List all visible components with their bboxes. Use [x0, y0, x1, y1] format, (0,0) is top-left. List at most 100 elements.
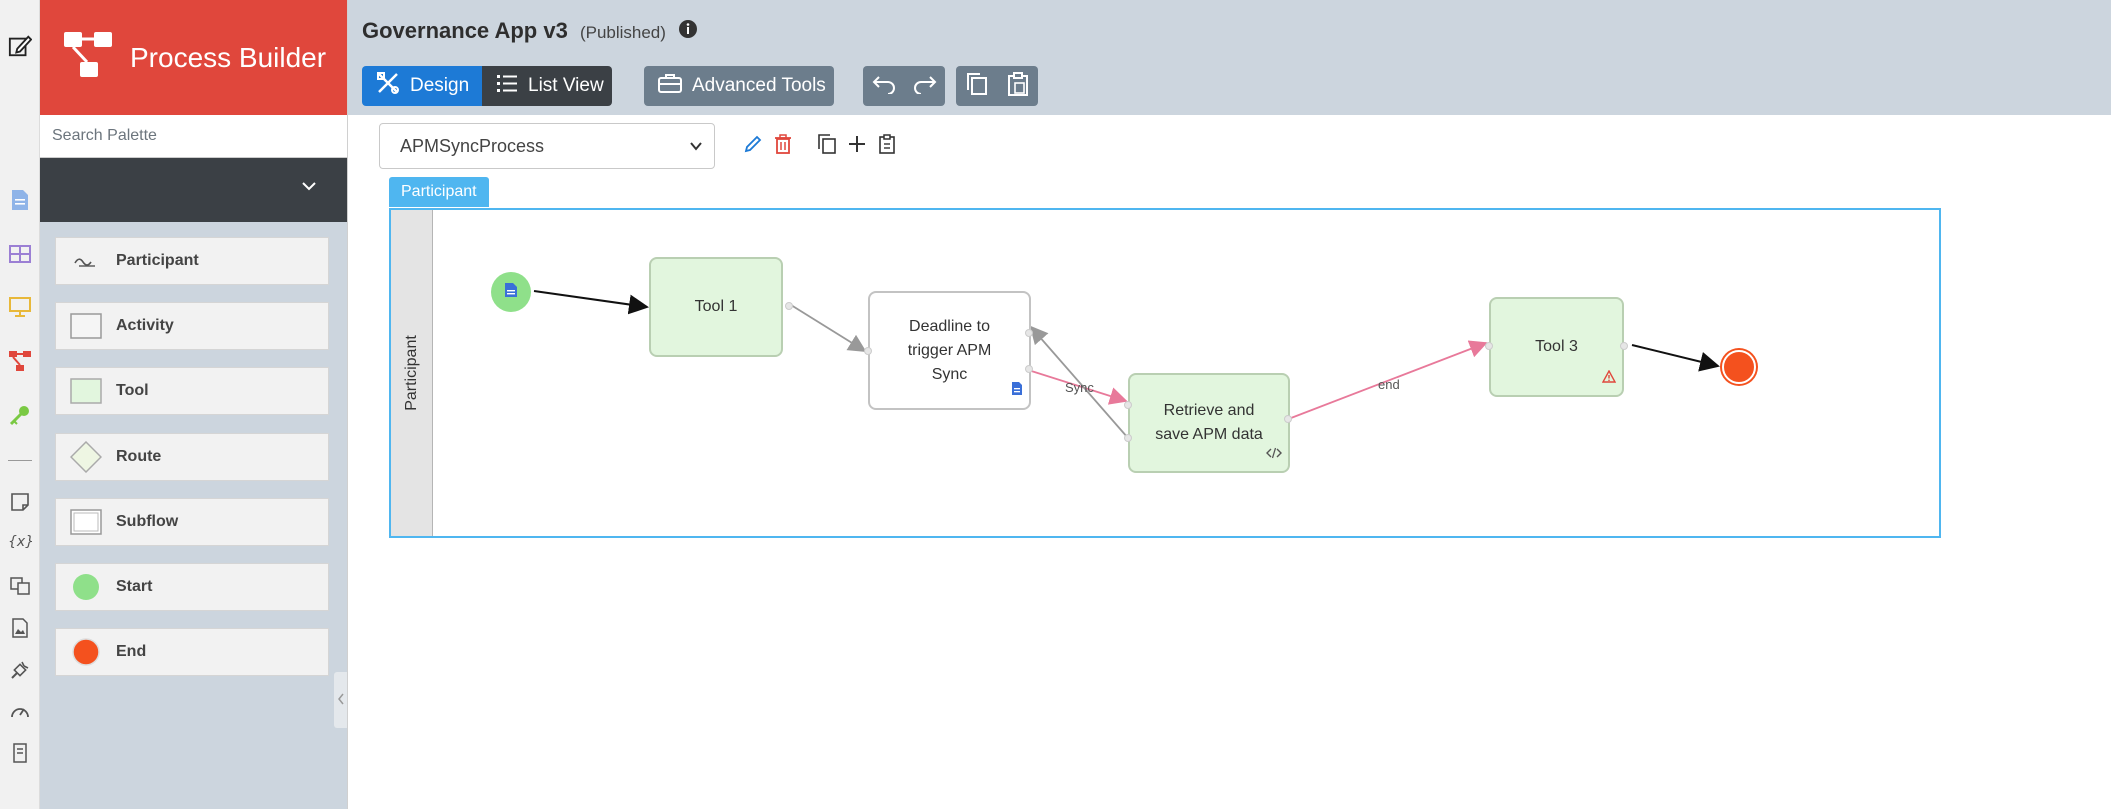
palette-item-end[interactable]: End [55, 628, 329, 676]
image-file-icon[interactable] [8, 616, 32, 640]
plug-icon[interactable] [8, 658, 32, 682]
document-icon[interactable] [8, 188, 32, 212]
edge-tool1-to-deadline[interactable] [790, 304, 867, 352]
code-icon [1266, 443, 1282, 467]
diagram-canvas[interactable]: Participant Participant Tool [348, 175, 2111, 809]
chevron-left-icon [337, 693, 345, 708]
node-tool-3[interactable]: Tool 3 [1489, 297, 1624, 397]
node-label: Deadline to trigger APM Sync [907, 317, 992, 383]
edit-process-icon[interactable] [742, 133, 764, 155]
connector-handle[interactable] [1124, 401, 1132, 409]
start-event[interactable] [491, 272, 531, 312]
lane-header[interactable]: Participant [391, 210, 433, 536]
table-icon[interactable] [8, 242, 32, 266]
connector-handle[interactable] [1620, 342, 1628, 350]
rail-divider [8, 460, 32, 461]
end-event[interactable] [1722, 350, 1756, 384]
node-label: Retrieve and save APM data [1155, 402, 1263, 443]
node-retrieve-apm[interactable]: Retrieve and save APM data [1128, 373, 1290, 473]
connector-handle[interactable] [1025, 365, 1033, 373]
translate-icon[interactable] [8, 574, 32, 598]
clipboard-icon[interactable] [876, 133, 898, 155]
key-icon[interactable] [8, 403, 32, 427]
connector-handle[interactable] [1025, 329, 1033, 337]
design-label: Design [410, 75, 470, 96]
copy-icon[interactable] [966, 72, 988, 101]
form-document-icon [504, 282, 518, 303]
list-icon [482, 73, 528, 99]
node-tool-1[interactable]: Tool 1 [649, 257, 783, 357]
monitor-icon[interactable] [8, 295, 32, 319]
end-icon [70, 638, 102, 666]
undo-icon[interactable] [871, 74, 897, 99]
copy-paste-group [956, 66, 1038, 106]
palette-item-participant[interactable]: Participant [55, 237, 329, 285]
icon-rail: {x} [0, 0, 40, 809]
note-icon[interactable] [8, 490, 32, 514]
redo-icon[interactable] [912, 74, 938, 99]
add-process-icon[interactable] [846, 133, 868, 155]
node-label: Tool 3 [1535, 338, 1578, 355]
page-title: Governance App v3 (Published) [362, 18, 698, 45]
palette-item-route[interactable]: Route [55, 433, 329, 481]
edge-sync[interactable] [1024, 368, 1128, 405]
edit-icon[interactable] [8, 34, 32, 58]
palette-item-label: Participant [116, 252, 199, 269]
list-view-button[interactable]: List View [482, 66, 612, 106]
connector-handle[interactable] [785, 302, 793, 310]
chevron-down-icon [688, 138, 704, 159]
connector-handle[interactable] [1485, 342, 1493, 350]
edge-label-end[interactable]: end [1378, 377, 1400, 392]
node-label: Tool 1 [694, 298, 738, 315]
duplicate-process-icon[interactable] [816, 133, 838, 155]
briefcase-icon [644, 73, 692, 99]
edge-start-to-tool1[interactable] [533, 290, 649, 315]
subflow-icon [70, 509, 102, 535]
design-button[interactable]: Design [362, 66, 483, 106]
advanced-tools-button[interactable]: Advanced Tools [644, 66, 834, 106]
palette-item-activity[interactable]: Activity [55, 302, 329, 350]
collapse-palette-handle[interactable] [334, 672, 347, 728]
list-view-label: List View [528, 75, 604, 96]
info-icon[interactable] [678, 19, 698, 45]
undo-redo-group [863, 66, 945, 106]
paste-icon[interactable] [1007, 71, 1029, 101]
connector-handle[interactable] [864, 347, 872, 355]
edge-end[interactable] [1290, 340, 1488, 419]
edge-retrieve-to-deadline[interactable] [1029, 325, 1129, 439]
gauge-icon[interactable] [8, 700, 32, 724]
search-palette-input[interactable] [40, 115, 347, 158]
palette-item-label: Tool [116, 382, 149, 399]
pool-tab[interactable]: Participant [389, 177, 489, 207]
edge-tool3-to-end[interactable] [1631, 344, 1720, 372]
brand-header: Process Builder [40, 0, 347, 115]
advanced-tools-label: Advanced Tools [692, 75, 826, 96]
warning-icon [1601, 367, 1617, 391]
brand-title: Process Builder [130, 41, 327, 73]
palette-item-tool[interactable]: Tool [55, 367, 329, 415]
palette-panel: Process Builder Participant Activity Too… [40, 0, 347, 809]
palette-item-subflow[interactable]: Subflow [55, 498, 329, 546]
palette-item-label: Route [116, 448, 162, 465]
process-icon[interactable] [8, 349, 32, 373]
start-icon [70, 574, 102, 600]
connector-handle[interactable] [1284, 415, 1292, 423]
process-select-value: APMSyncProcess [400, 135, 545, 156]
main-area: Governance App v3 (Published) Design Lis… [347, 0, 2111, 809]
participant-icon [70, 248, 102, 274]
process-select[interactable]: APMSyncProcess [379, 123, 715, 169]
app-status: (Published) [579, 23, 666, 42]
script-icon[interactable] [8, 741, 32, 765]
palette-item-label: Start [116, 578, 153, 595]
palette-item-start[interactable]: Start [55, 563, 329, 611]
edge-label-sync[interactable]: Sync [1065, 380, 1094, 395]
delete-process-icon[interactable] [772, 133, 794, 155]
palette-category-dropdown[interactable] [40, 158, 347, 222]
app-name: Governance App v3 [362, 18, 568, 43]
process-builder-logo-icon [60, 30, 120, 85]
node-deadline[interactable]: Deadline to trigger APM Sync [868, 291, 1031, 410]
variable-icon[interactable]: {x} [8, 529, 32, 553]
palette-item-label: Activity [116, 317, 174, 334]
connector-handle[interactable] [1124, 434, 1132, 442]
svg-text:{x}: {x} [8, 534, 32, 550]
